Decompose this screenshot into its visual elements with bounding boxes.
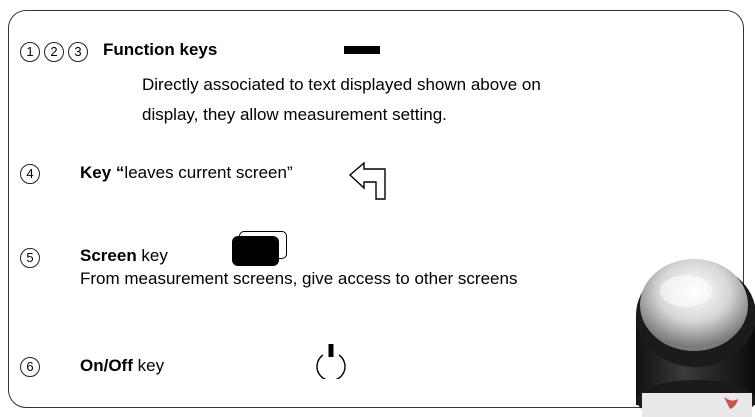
onoff-key-label-bold: On/Off	[80, 356, 133, 375]
power-icon	[316, 344, 346, 379]
screen-key-icon	[232, 236, 279, 266]
back-key-label-bold: Key “	[80, 163, 125, 182]
info-panel	[8, 10, 744, 408]
number-badge-2: 2	[44, 42, 64, 62]
number-badge-4: 4	[20, 164, 40, 184]
function-keys-description-line1: Directly associated to text displayed sh…	[142, 75, 541, 94]
screen-key-description: From measurement screens, give access to…	[80, 269, 518, 288]
screen-key-label-rest: key	[136, 246, 168, 265]
screen-key-label-bold: Screen	[80, 246, 137, 265]
function-keys-title: Function keys	[103, 40, 218, 59]
number-badge-1: 1	[20, 42, 40, 62]
back-key-label: Key “leaves current screen”	[80, 163, 293, 183]
onoff-key-label: On/Off key	[80, 356, 164, 376]
back-key-label-rest: leaves current screen”	[124, 163, 293, 182]
number-badge-3: 3	[68, 42, 88, 62]
black-bar-icon	[344, 46, 380, 54]
screen-key-label: Screen key	[80, 246, 168, 266]
function-keys-description-line2: display, they allow measurement setting.	[142, 105, 447, 124]
device-knob-photo	[636, 259, 755, 417]
number-badge-6: 6	[20, 357, 40, 377]
number-badge-5: 5	[20, 248, 40, 268]
onoff-key-label-rest: key	[132, 356, 165, 375]
back-arrow-icon	[349, 162, 386, 200]
